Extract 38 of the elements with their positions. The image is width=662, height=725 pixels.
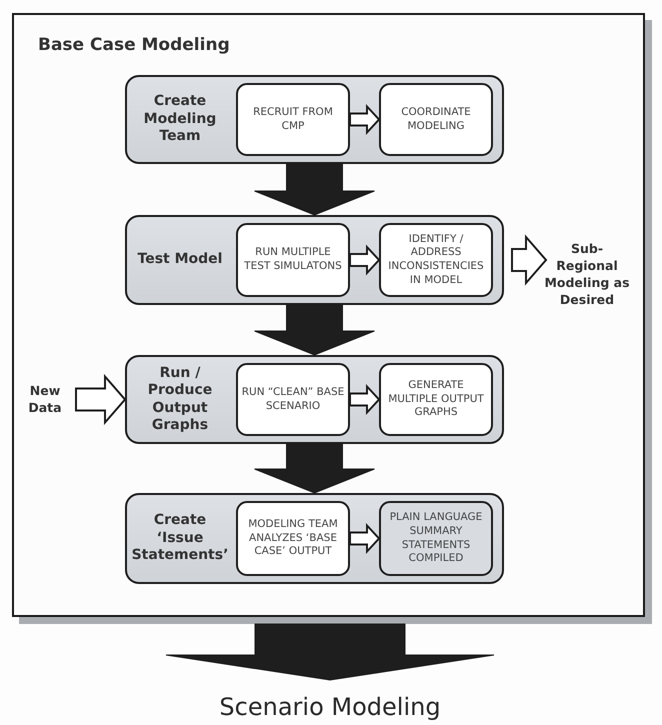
hollow-arrow bbox=[349, 104, 380, 136]
process-box bbox=[236, 223, 350, 297]
stage-band bbox=[125, 355, 504, 444]
block-arrow bbox=[254, 304, 375, 356]
stage-label: Create ‘Issue Statements’ bbox=[131, 512, 229, 565]
hollow-arrow bbox=[349, 384, 380, 416]
stage-band bbox=[125, 75, 504, 164]
step-text: GENERATE MULTIPLE OUTPUT GRAPHS bbox=[387, 379, 485, 420]
step-text: PLAIN LANGUAGE SUMMARY STATEMENTS COMPILED bbox=[388, 511, 484, 566]
stage-band bbox=[125, 215, 504, 305]
step-text: RUN “CLEAN” BASE SCENARIO bbox=[241, 386, 345, 414]
hollow-arrow bbox=[75, 374, 126, 426]
process-box bbox=[236, 363, 350, 436]
stage-label: Run / Produce Output Graphs bbox=[146, 364, 214, 434]
note-text: New Data bbox=[27, 383, 63, 417]
hollow-arrow bbox=[349, 522, 380, 554]
process-box bbox=[379, 223, 493, 297]
step-text: RUN MULTIPLE TEST SIMULATONS bbox=[243, 246, 343, 274]
process-box bbox=[379, 363, 493, 436]
note-text: Sub-Regional Modeling as Desired bbox=[544, 241, 630, 309]
panel-title: Base Case Modeling bbox=[38, 35, 230, 55]
note-text: Scenario Modeling bbox=[219, 692, 441, 723]
process-box bbox=[379, 83, 493, 156]
block-arrow bbox=[254, 164, 375, 216]
stage-label: Create Modeling Team bbox=[142, 93, 218, 146]
step-text: COORDINATE MODELING bbox=[400, 106, 472, 134]
block-arrow bbox=[166, 624, 494, 680]
step-text: MODELING TEAM ANALYZES ‘BASE CASE’ OUTPUT bbox=[247, 518, 339, 559]
stage-label: Test Model bbox=[138, 251, 222, 269]
hollow-arrow bbox=[511, 234, 548, 286]
hollow-arrow bbox=[349, 244, 380, 276]
stage-band bbox=[125, 493, 504, 584]
step-text: RECRUIT FROM CMP bbox=[252, 106, 334, 134]
block-arrow bbox=[254, 444, 375, 494]
process-box bbox=[236, 83, 350, 156]
process-box bbox=[236, 501, 350, 576]
step-text: IDENTIFY / ADDRESS INCONSISTENCIES IN MODEL bbox=[387, 232, 485, 288]
process-box bbox=[379, 501, 493, 576]
